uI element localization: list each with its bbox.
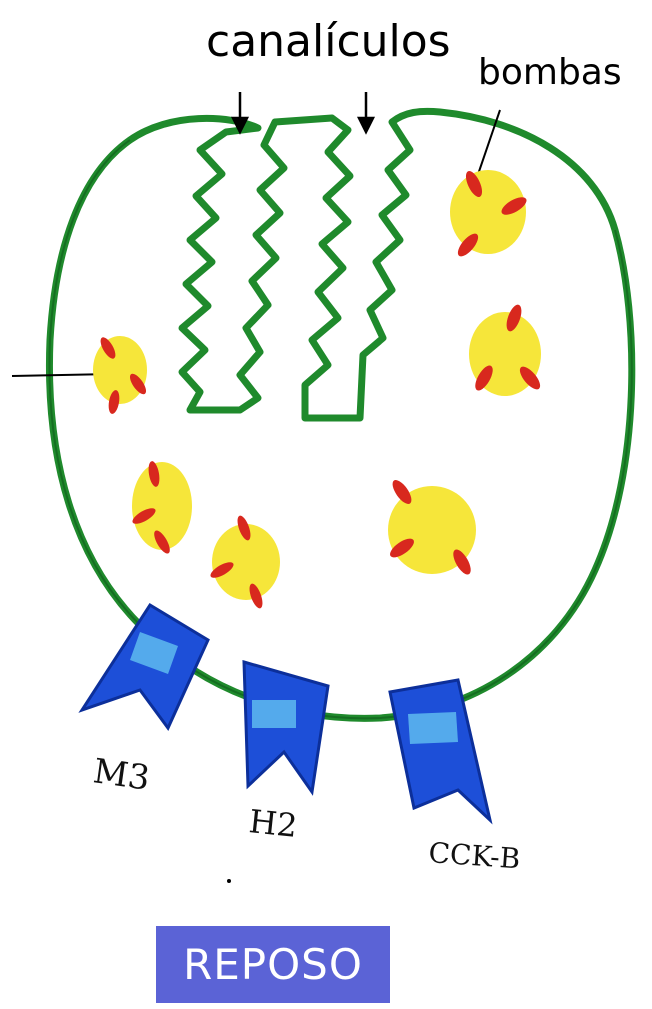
canaliculi-label: canalículos [206, 16, 451, 67]
state-badge: REPOSO [156, 926, 390, 1003]
receptor-m3 [82, 605, 208, 728]
vesicle [208, 514, 280, 610]
vesicle [450, 169, 529, 260]
vesicle [387, 477, 476, 577]
canaliculus-arrow [359, 92, 373, 132]
vesicle [130, 460, 192, 555]
receptor-h2-label: H2 [247, 802, 299, 845]
receptor-m3-label: M3 [91, 751, 152, 798]
vesicle [469, 303, 544, 396]
vesicle [93, 335, 149, 415]
receptor-cck-b-label: CCK-B [428, 836, 522, 875]
stray-mark [227, 879, 231, 883]
receptor-h2 [244, 662, 328, 792]
pumps-label: bombas [478, 52, 622, 93]
receptor-cck-b [390, 680, 490, 820]
